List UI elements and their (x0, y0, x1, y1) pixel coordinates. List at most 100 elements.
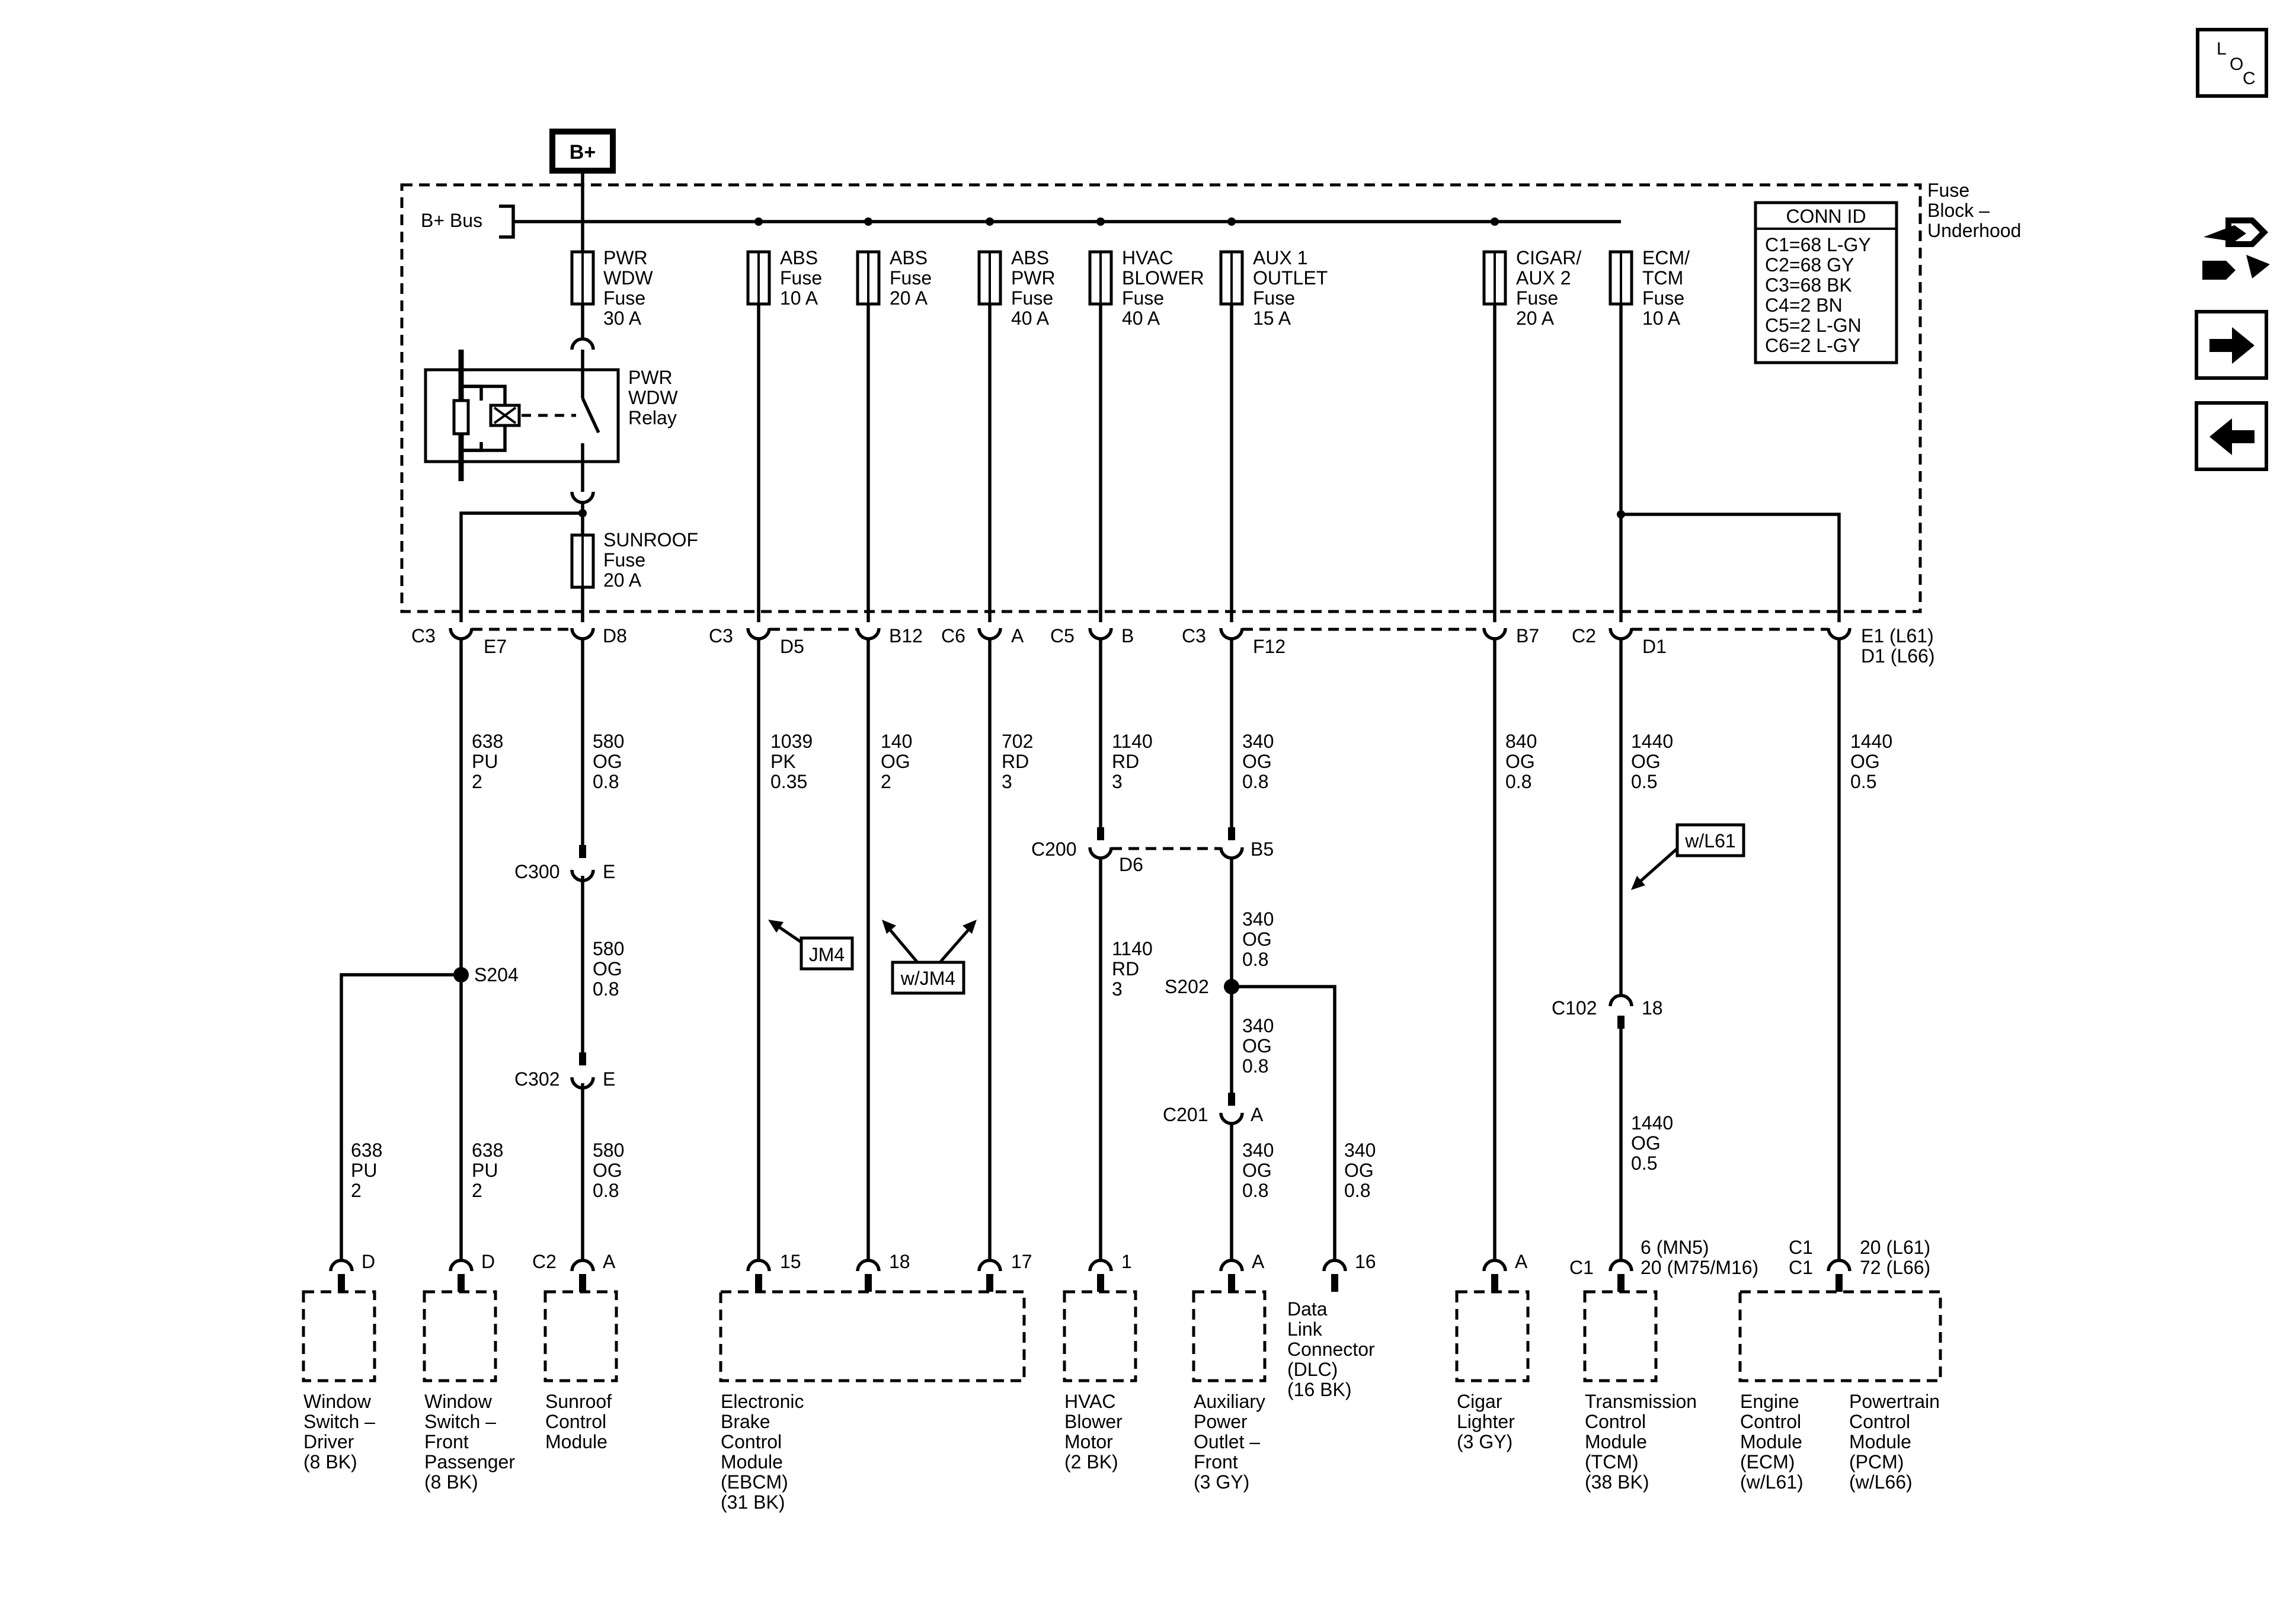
svg-text:0.35: 0.35 (770, 771, 807, 792)
svg-text:Passenger: Passenger (424, 1451, 515, 1473)
connector-view-icon[interactable] (2202, 217, 2270, 280)
fuse-block-outline (400, 183, 1922, 613)
svg-text:JM4: JM4 (809, 944, 845, 965)
svg-text:PWR: PWR (603, 247, 648, 268)
svg-text:1140: 1140 (1112, 938, 1153, 959)
svg-text:Module: Module (1849, 1431, 1911, 1452)
svg-text:6 (MN5): 6 (MN5) (1641, 1237, 1709, 1258)
inline-labels: C300 E C302 E C200 D6 B5 C201 A C102 18 … (474, 838, 1663, 1125)
svg-text:Fuse: Fuse (780, 267, 822, 289)
previous-button[interactable] (2195, 401, 2268, 471)
option-callouts: JM4 w/JM4 w/L61 (768, 823, 1745, 995)
svg-text:PWR: PWR (628, 367, 673, 388)
svg-text:A: A (1011, 625, 1024, 646)
svg-text:Control: Control (1740, 1411, 1801, 1432)
svg-text:D1 (L66): D1 (L66) (1861, 645, 1935, 667)
svg-text:580: 580 (593, 731, 624, 752)
svg-text:B12: B12 (889, 625, 923, 646)
svg-text:Electronic: Electronic (721, 1391, 804, 1412)
component-boxes (302, 1290, 1942, 1382)
svg-text:CIGAR/: CIGAR/ (1516, 247, 1581, 268)
svg-text:840: 840 (1505, 731, 1537, 752)
svg-text:Outlet –: Outlet – (1194, 1431, 1260, 1452)
svg-text:CONN ID: CONN ID (1786, 206, 1866, 227)
svg-text:Fuse: Fuse (1122, 287, 1164, 309)
svg-text:Module: Module (1740, 1431, 1802, 1452)
svg-text:Module: Module (545, 1431, 607, 1452)
svg-text:(TCM): (TCM) (1585, 1451, 1639, 1473)
svg-text:A: A (603, 1251, 616, 1272)
svg-text:3: 3 (1112, 978, 1123, 1000)
svg-text:638: 638 (472, 731, 503, 752)
svg-text:3: 3 (1112, 771, 1123, 792)
pwr-wdw-relay (424, 350, 620, 481)
inline-connectors (570, 827, 1633, 1125)
svg-text:B5: B5 (1251, 838, 1274, 860)
svg-text:0.8: 0.8 (593, 1180, 619, 1201)
fuse-block-label: Fuse Block – Underhood (1927, 180, 2021, 241)
ecm-junction (1617, 510, 1625, 518)
sunroof-junction (578, 509, 587, 517)
component-pins (329, 1259, 1851, 1292)
svg-text:Transmission: Transmission (1585, 1391, 1697, 1412)
svg-text:10 A: 10 A (1642, 308, 1681, 329)
splice-s204 (453, 967, 469, 982)
svg-text:10 A: 10 A (780, 287, 818, 309)
loc-button[interactable]: L O C (2196, 28, 2268, 98)
svg-text:C1: C1 (1569, 1257, 1594, 1278)
svg-text:Underhood: Underhood (1927, 220, 2021, 241)
svg-text:Engine: Engine (1740, 1391, 1799, 1412)
svg-text:(8 BK): (8 BK) (303, 1451, 357, 1473)
svg-text:OG: OG (1344, 1160, 1374, 1181)
svg-text:PWR: PWR (1011, 267, 1056, 289)
svg-text:(8 BK): (8 BK) (424, 1471, 478, 1493)
next-button[interactable] (2195, 310, 2268, 380)
svg-text:ECM/: ECM/ (1642, 247, 1690, 268)
svg-text:0.5: 0.5 (1631, 771, 1657, 792)
bus-junctions (754, 217, 1499, 226)
svg-text:2: 2 (472, 771, 482, 792)
svg-text:40 A: 40 A (1011, 308, 1050, 329)
svg-text:ABS: ABS (890, 247, 928, 268)
svg-text:Module: Module (721, 1451, 783, 1473)
svg-text:WDW: WDW (603, 267, 653, 289)
svg-text:15 A: 15 A (1253, 308, 1291, 329)
svg-text:72 (L66): 72 (L66) (1860, 1257, 1930, 1278)
svg-text:(w/L66): (w/L66) (1849, 1471, 1913, 1493)
svg-text:OG: OG (1242, 929, 1272, 950)
svg-text:Control: Control (545, 1411, 606, 1432)
svg-text:TCM: TCM (1642, 267, 1683, 289)
svg-text:PU: PU (351, 1160, 377, 1181)
svg-text:RD: RD (1002, 751, 1029, 772)
svg-text:340: 340 (1242, 1140, 1274, 1161)
svg-text:Driver: Driver (303, 1431, 354, 1452)
svg-text:(ECM): (ECM) (1740, 1451, 1795, 1473)
svg-text:C3: C3 (709, 625, 733, 646)
svg-text:Fuse: Fuse (603, 287, 645, 309)
svg-text:0.5: 0.5 (1631, 1153, 1657, 1174)
svg-text:340: 340 (1242, 731, 1274, 752)
svg-text:HVAC: HVAC (1122, 247, 1173, 268)
svg-text:C2=68 GY: C2=68 GY (1765, 254, 1854, 276)
svg-text:C3=68 BK: C3=68 BK (1765, 274, 1852, 296)
svg-text:(EBCM): (EBCM) (721, 1471, 788, 1493)
svg-text:340: 340 (1242, 1015, 1274, 1036)
svg-text:17: 17 (1011, 1251, 1032, 1272)
svg-text:OG: OG (593, 751, 622, 772)
svg-text:A: A (1251, 1104, 1264, 1125)
svg-text:(16 BK): (16 BK) (1287, 1379, 1351, 1400)
svg-text:18: 18 (1642, 997, 1663, 1019)
svg-text:A: A (1252, 1251, 1265, 1272)
svg-text:RD: RD (1112, 751, 1139, 772)
svg-text:(DLC): (DLC) (1287, 1359, 1338, 1380)
svg-text:OG: OG (881, 751, 910, 772)
bus-label: B+ Bus (421, 210, 482, 231)
svg-text:Switch –: Switch – (303, 1411, 375, 1432)
svg-text:1039: 1039 (770, 731, 813, 752)
svg-text:D: D (481, 1251, 495, 1272)
svg-text:D1: D1 (1642, 636, 1667, 657)
